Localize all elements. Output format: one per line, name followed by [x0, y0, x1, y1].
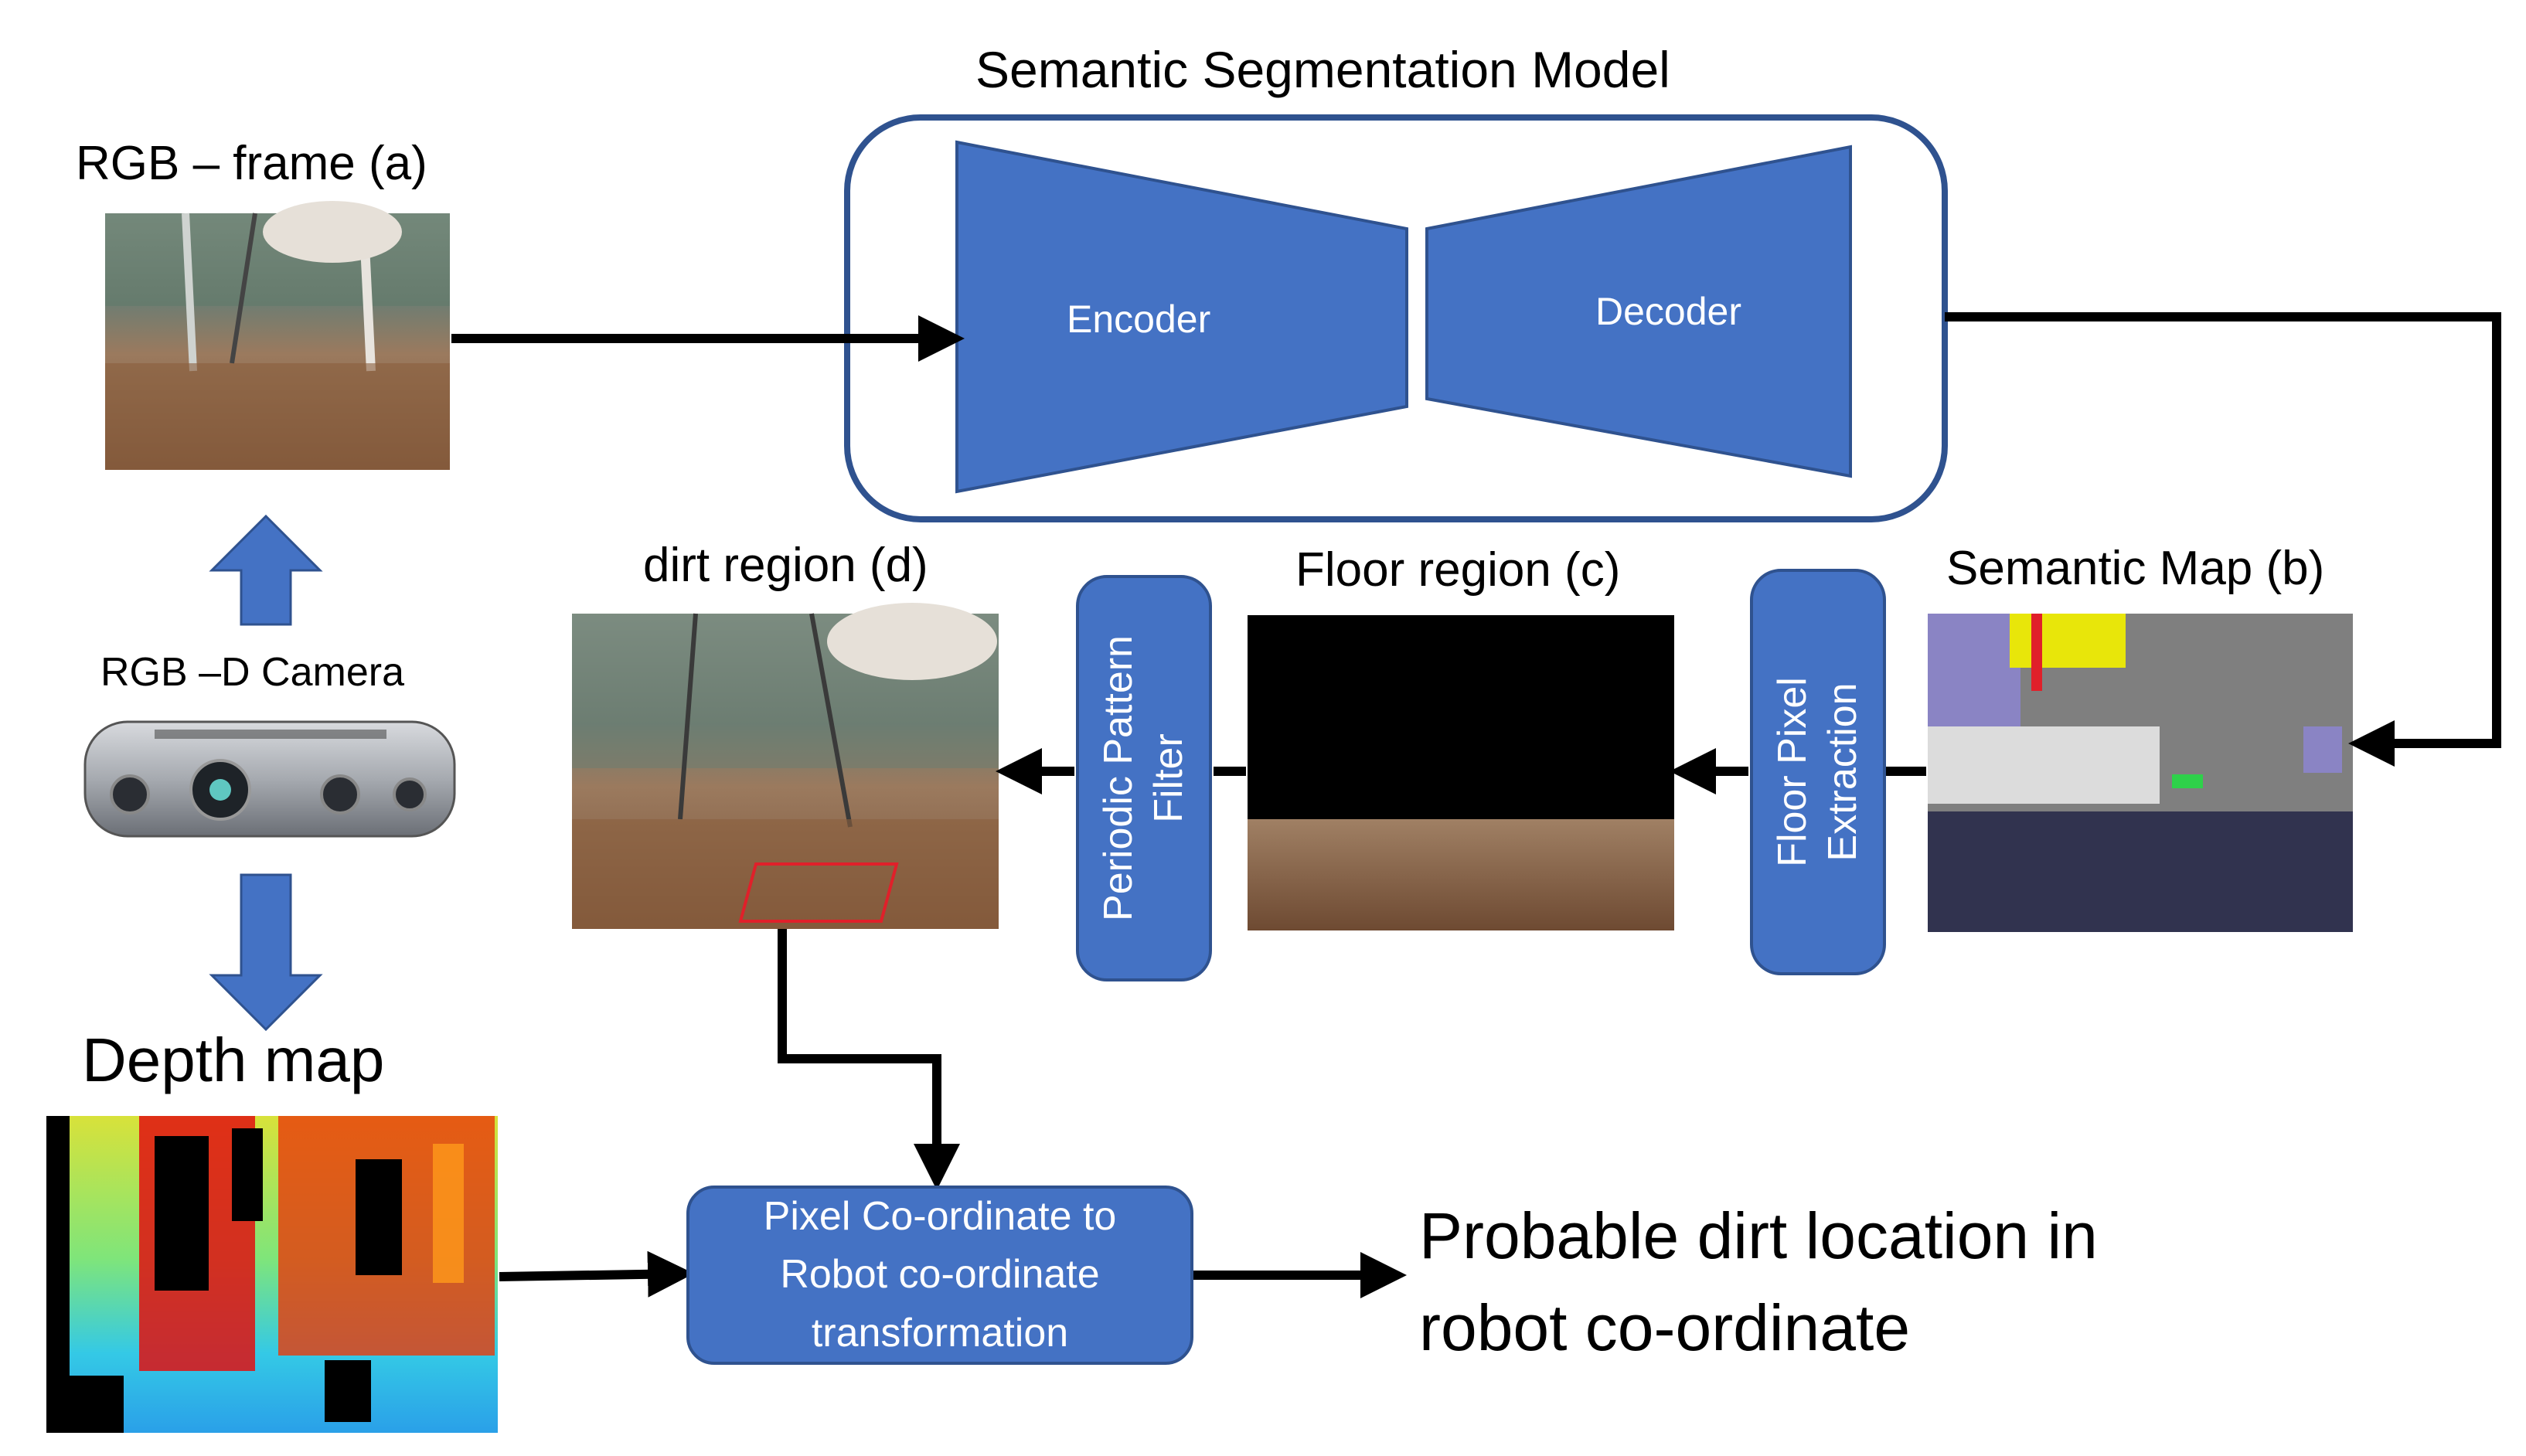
camera-icon [83, 720, 456, 838]
decoder-label: Decoder [1595, 290, 1741, 333]
camera-label: RGB –D Camera [100, 650, 404, 695]
dirt-region-label: dirt region (d) [643, 539, 928, 592]
arrow-depth-to-transform [499, 1250, 694, 1298]
dirt-region-image [572, 603, 999, 929]
rgb-frame-label: RGB – frame (a) [76, 137, 427, 190]
dirt-highlight [738, 862, 899, 923]
floor-region-image [1248, 615, 1674, 930]
camera-to-rgb-arrow [209, 514, 323, 626]
periodic-pattern-filter-block: Periodic Pattern Filter [1076, 575, 1212, 981]
encoder-label: Encoder [1067, 298, 1211, 341]
depth-map-image [46, 1116, 498, 1433]
arrow-dirt-to-transform [778, 929, 960, 1190]
floor-region-label: Floor region (c) [1295, 543, 1621, 597]
depth-map-label: Depth map [82, 1026, 385, 1094]
decoder-block [1425, 145, 1852, 478]
diagram-title: Semantic Segmentation Model [975, 41, 1670, 98]
semantic-map-label: Semantic Map (b) [1946, 542, 2325, 595]
coordinate-transformation-block: Pixel Co-ordinate to Robot co-ordinate t… [686, 1186, 1193, 1365]
encoder-block [955, 140, 1408, 494]
arrow-decoder-to-semantic-map [1945, 312, 2501, 767]
rgb-frame-image [105, 201, 450, 470]
periodic-pattern-filter-text: Periodic Pattern Filter [1096, 635, 1191, 921]
floor-pixel-extraction-block: Floor Pixel Extraction [1750, 569, 1886, 975]
camera-to-depth-arrow [209, 873, 323, 1032]
floor-pixel-extraction-text: Floor Pixel Extraction [1770, 677, 1866, 867]
semantic-map-image [1928, 614, 2353, 932]
output-label: Probable dirt location in robot co-ordin… [1419, 1199, 2098, 1365]
